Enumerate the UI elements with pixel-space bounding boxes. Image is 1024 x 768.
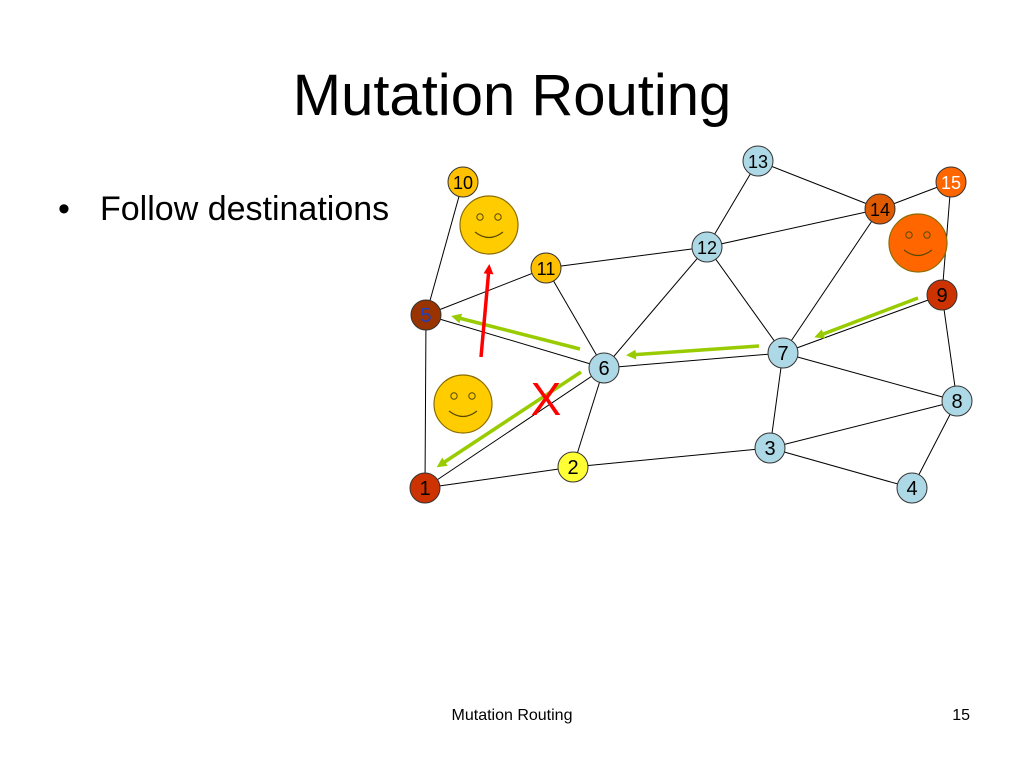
node-6: 6 bbox=[588, 352, 620, 384]
slide-title: Mutation Routing bbox=[292, 63, 732, 128]
node-12-label: 12 bbox=[697, 238, 717, 258]
page-number: 15 bbox=[952, 707, 970, 724]
node-7: 7 bbox=[767, 337, 799, 369]
node-13-circle bbox=[742, 145, 774, 177]
node-10-circle bbox=[447, 166, 479, 198]
node-7-circle bbox=[767, 337, 799, 369]
node-3-circle bbox=[754, 432, 786, 464]
node-6-label: 6 bbox=[598, 358, 609, 380]
node-12: 12 bbox=[691, 231, 723, 263]
bullet-dot-icon: • bbox=[58, 190, 70, 228]
node-3: 3 bbox=[754, 432, 786, 464]
edge-7-3 bbox=[769, 352, 784, 449]
node-9: 9 bbox=[926, 279, 958, 311]
edge-5-1 bbox=[424, 314, 427, 489]
edge-6-12 bbox=[603, 246, 708, 369]
node-10-label: 10 bbox=[453, 173, 473, 193]
node-10: 10 bbox=[447, 166, 479, 198]
node-14-label: 14 bbox=[870, 200, 890, 220]
edge-8-4 bbox=[911, 400, 958, 489]
arrows-layer bbox=[436, 264, 919, 468]
node-5: 5 bbox=[410, 299, 442, 331]
edge-11-12 bbox=[545, 246, 708, 269]
node-11: 11 bbox=[530, 252, 562, 284]
edge-1-6 bbox=[424, 367, 605, 489]
edge-5-6 bbox=[425, 314, 605, 369]
node-15: 15 bbox=[935, 166, 967, 198]
edges-layer bbox=[424, 160, 958, 489]
smiley-near-10-icon bbox=[459, 195, 519, 255]
node-11-circle bbox=[530, 252, 562, 284]
node-8-circle bbox=[941, 385, 973, 417]
node-13: 13 bbox=[742, 145, 774, 177]
node-2: 2 bbox=[557, 451, 589, 483]
edge-12-7 bbox=[706, 246, 784, 354]
arrow-7-to-6 bbox=[626, 344, 760, 360]
smiley-near-5-icon bbox=[433, 374, 493, 434]
node-14-circle bbox=[864, 193, 896, 225]
node-1: 1 bbox=[409, 472, 441, 504]
edge-2-6 bbox=[572, 367, 605, 468]
edge-12-13 bbox=[706, 160, 759, 248]
edge-2-3 bbox=[572, 447, 771, 468]
arrow-6-to-5 bbox=[451, 313, 581, 351]
node-12-circle bbox=[691, 231, 723, 263]
bullet-item: • Follow destinations bbox=[58, 190, 389, 229]
arrow-6-to-1 bbox=[436, 370, 582, 468]
node-9-circle bbox=[926, 279, 958, 311]
node-4-label: 4 bbox=[906, 478, 917, 500]
bullet-list: • Follow destinations bbox=[58, 190, 389, 229]
node-1-circle bbox=[409, 472, 441, 504]
node-8: 8 bbox=[941, 385, 973, 417]
node-6-circle bbox=[588, 352, 620, 384]
smiley-near-14-icon bbox=[888, 213, 948, 273]
edge-9-8 bbox=[941, 294, 958, 402]
node-4-circle bbox=[896, 472, 928, 504]
edge-13-14 bbox=[757, 160, 881, 210]
node-1-label: 1 bbox=[419, 478, 430, 500]
node-5-circle bbox=[410, 299, 442, 331]
blocked-cross-mark: X bbox=[531, 373, 562, 425]
node-11-label: 11 bbox=[537, 259, 556, 279]
arrow-9-to-7 bbox=[814, 296, 919, 339]
edge-9-7 bbox=[782, 294, 943, 354]
bullet-text: Follow destinations bbox=[100, 190, 390, 228]
node-2-label: 2 bbox=[567, 457, 578, 479]
arrow-up-red bbox=[479, 264, 494, 358]
node-4: 4 bbox=[896, 472, 928, 504]
edge-7-8 bbox=[782, 352, 958, 402]
node-14: 14 bbox=[864, 193, 896, 225]
edge-3-8 bbox=[769, 400, 958, 449]
node-15-label: 15 bbox=[941, 173, 961, 193]
node-15-circle bbox=[935, 166, 967, 198]
edge-10-5 bbox=[425, 181, 464, 316]
node-3-label: 3 bbox=[764, 438, 775, 460]
edge-14-7 bbox=[782, 208, 881, 354]
node-2-circle bbox=[557, 451, 589, 483]
edge-11-6 bbox=[545, 267, 605, 369]
node-9-label: 9 bbox=[936, 285, 947, 307]
edge-12-14 bbox=[706, 208, 881, 248]
edge-3-4 bbox=[769, 447, 913, 489]
node-7-label: 7 bbox=[777, 343, 788, 365]
node-5-label: 5 bbox=[420, 305, 431, 327]
edge-6-7 bbox=[603, 352, 784, 369]
node-8-label: 8 bbox=[951, 391, 962, 413]
smileys-layer bbox=[433, 195, 948, 434]
node-13-label: 13 bbox=[748, 152, 768, 172]
footer-title: Mutation Routing bbox=[451, 707, 573, 724]
edge-1-2 bbox=[424, 466, 574, 489]
